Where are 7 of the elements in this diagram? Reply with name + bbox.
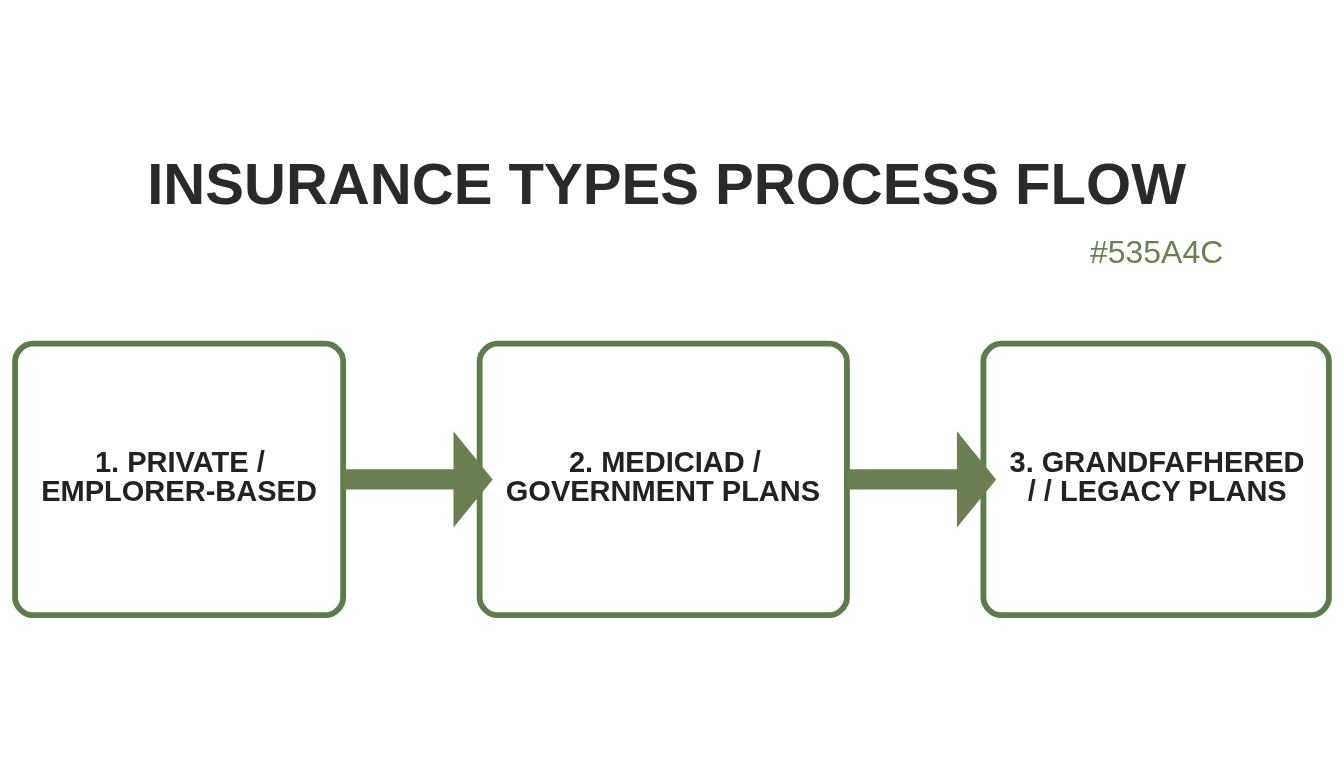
arrow	[343, 431, 493, 528]
label: #535A4C	[1090, 233, 1224, 270]
diagram-title: INSURANCE TYPES PROCESS FLOW	[147, 150, 1186, 216]
node-box: 3. GRANDFAFHERED / / LEGACY PLANS	[980, 340, 1332, 619]
arrow	[847, 431, 997, 528]
node-box: 1. PRIVATE / EMPLORER-BASED	[12, 340, 347, 619]
node-box: 2. MEDICIAD / GOVERNMENT PLANS	[476, 340, 850, 619]
